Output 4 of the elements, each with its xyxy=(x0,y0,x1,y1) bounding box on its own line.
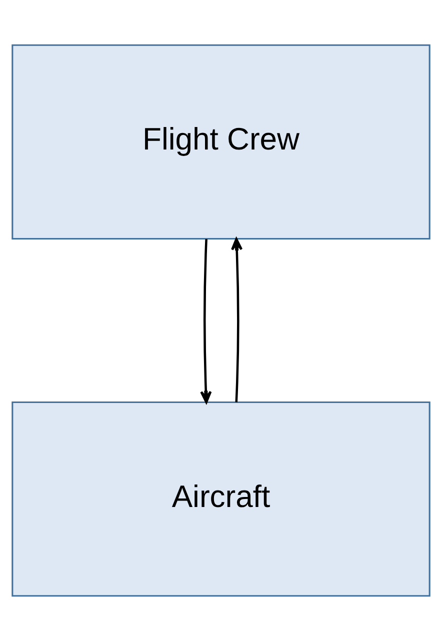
arrow xyxy=(200,238,212,403)
node-box: Flight Crew xyxy=(12,44,430,239)
node-box: Aircraft xyxy=(12,401,430,596)
arrow xyxy=(231,237,243,402)
